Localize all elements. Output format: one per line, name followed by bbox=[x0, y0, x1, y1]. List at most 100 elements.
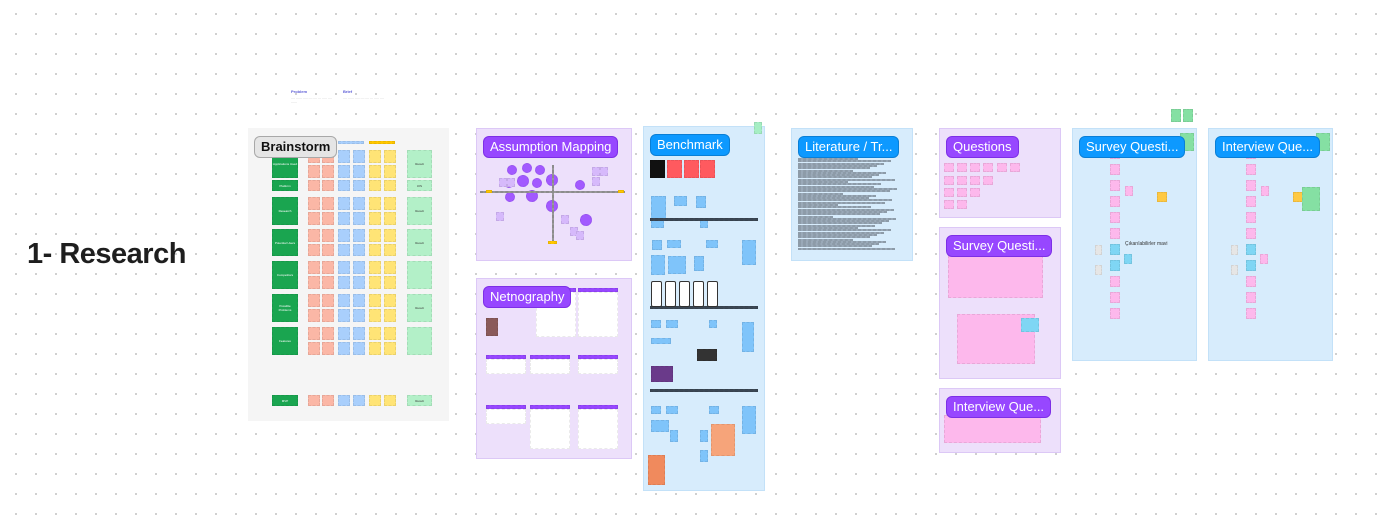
sticky-note[interactable] bbox=[384, 229, 396, 242]
question-note[interactable] bbox=[1246, 276, 1256, 287]
text-line[interactable] bbox=[798, 185, 874, 188]
benchmark-note[interactable] bbox=[706, 240, 718, 248]
netnography-card[interactable] bbox=[530, 359, 570, 374]
benchmark-note[interactable] bbox=[651, 420, 669, 432]
question-note[interactable] bbox=[1110, 180, 1120, 191]
yellow-note[interactable] bbox=[1157, 192, 1167, 202]
sticky-note[interactable] bbox=[308, 309, 320, 322]
section-label-interview-questions-blue[interactable]: Interview Que... bbox=[1215, 136, 1321, 158]
section-label-brainstorm[interactable]: Brainstorm bbox=[254, 136, 338, 158]
sticky-note[interactable] bbox=[322, 276, 334, 289]
axis-label[interactable] bbox=[548, 241, 557, 244]
question-note[interactable] bbox=[1110, 196, 1120, 207]
text-line[interactable] bbox=[798, 162, 884, 165]
text-line[interactable] bbox=[798, 178, 895, 181]
benchmark-note[interactable] bbox=[742, 240, 756, 265]
text-line[interactable] bbox=[798, 227, 858, 229]
sticky-note[interactable] bbox=[369, 261, 381, 274]
section-label-questions[interactable]: Questions bbox=[946, 136, 1019, 158]
sticky-note[interactable] bbox=[1125, 186, 1133, 196]
question-note[interactable] bbox=[1110, 244, 1120, 255]
question-note[interactable] bbox=[970, 176, 980, 185]
text-line[interactable] bbox=[798, 194, 876, 197]
section-survey-questions-blue[interactable]: Survey Questi... Çıkarılabilirler mavi bbox=[1072, 128, 1197, 361]
netnography-image[interactable] bbox=[486, 318, 498, 336]
benchmark-note[interactable] bbox=[674, 196, 687, 206]
sticky-note[interactable] bbox=[353, 229, 365, 242]
text-line[interactable] bbox=[798, 224, 875, 227]
question-note[interactable] bbox=[1110, 212, 1120, 223]
text-line[interactable] bbox=[798, 217, 896, 220]
text-line[interactable] bbox=[798, 169, 853, 172]
sticky-note[interactable] bbox=[353, 180, 365, 191]
sticky-note[interactable] bbox=[369, 342, 381, 355]
sticky-note[interactable] bbox=[322, 395, 334, 406]
benchmark-image[interactable] bbox=[711, 424, 735, 456]
sticky-note[interactable] bbox=[369, 276, 381, 289]
sticky-note[interactable] bbox=[338, 197, 350, 210]
benchmark-note[interactable] bbox=[666, 406, 678, 414]
airbnb-logo-card[interactable] bbox=[684, 160, 699, 178]
text-line[interactable] bbox=[798, 192, 843, 195]
sticky-note[interactable] bbox=[384, 197, 396, 210]
sticky-note[interactable] bbox=[338, 342, 350, 355]
column-header[interactable] bbox=[338, 141, 364, 144]
netnography-header[interactable] bbox=[578, 405, 618, 409]
question-note[interactable] bbox=[997, 163, 1007, 172]
sticky-note[interactable] bbox=[592, 177, 600, 186]
sticky-note[interactable] bbox=[384, 294, 396, 307]
text-line[interactable] bbox=[798, 240, 886, 243]
sticky-note[interactable] bbox=[592, 167, 600, 176]
phone-screenshot[interactable] bbox=[651, 281, 662, 307]
question-note[interactable] bbox=[1110, 308, 1120, 319]
benchmark-note[interactable] bbox=[709, 320, 717, 328]
sticky-note[interactable] bbox=[338, 276, 350, 289]
sticky-note[interactable] bbox=[353, 243, 365, 256]
sticky-note[interactable] bbox=[369, 327, 381, 340]
sticky-note[interactable] bbox=[384, 395, 396, 406]
benchmark-note[interactable] bbox=[651, 255, 665, 275]
netnography-card[interactable] bbox=[530, 409, 570, 449]
divider[interactable] bbox=[650, 389, 758, 392]
sticky-note[interactable] bbox=[1021, 318, 1039, 332]
question-note[interactable] bbox=[1110, 164, 1120, 175]
sticky-note[interactable] bbox=[384, 212, 396, 225]
question-note[interactable] bbox=[983, 163, 993, 172]
section-label-literature[interactable]: Literature / Tr... bbox=[798, 136, 900, 158]
text-line[interactable] bbox=[798, 171, 886, 174]
netnography-header[interactable] bbox=[486, 405, 526, 409]
sticky-note[interactable] bbox=[1095, 265, 1102, 275]
question-note[interactable] bbox=[1246, 164, 1256, 175]
section-label-survey-questions[interactable]: Survey Questi... bbox=[946, 235, 1053, 257]
sticky-note[interactable] bbox=[369, 243, 381, 256]
sticky-note[interactable] bbox=[322, 261, 334, 274]
assumption-circle[interactable] bbox=[526, 190, 538, 202]
text-line[interactable] bbox=[798, 233, 877, 236]
sticky-note[interactable] bbox=[308, 327, 320, 340]
benchmark-note[interactable] bbox=[651, 406, 661, 414]
sticky-note[interactable] bbox=[308, 180, 320, 191]
benchmark-note[interactable] bbox=[700, 450, 708, 462]
benchmark-note[interactable] bbox=[742, 406, 756, 434]
text-line[interactable] bbox=[798, 245, 872, 248]
text-line[interactable] bbox=[798, 243, 879, 246]
sticky-note[interactable] bbox=[499, 178, 507, 187]
sticky-note[interactable] bbox=[308, 229, 320, 242]
sticky-note[interactable] bbox=[353, 212, 365, 225]
brainstorm-row-result[interactable]: Result bbox=[407, 395, 432, 406]
green-note[interactable] bbox=[1183, 109, 1193, 122]
sticky-note[interactable] bbox=[322, 309, 334, 322]
phone-screenshot[interactable] bbox=[707, 281, 718, 307]
netnography-header[interactable] bbox=[530, 355, 570, 359]
sticky-note[interactable] bbox=[338, 309, 350, 322]
text-line[interactable] bbox=[798, 229, 891, 232]
sticky-note[interactable] bbox=[600, 167, 608, 176]
section-label-interview-questions[interactable]: Interview Que... bbox=[946, 396, 1052, 418]
benchmark-note[interactable] bbox=[696, 196, 706, 208]
benchmark-note[interactable] bbox=[652, 240, 662, 250]
sticky-note[interactable] bbox=[496, 212, 504, 221]
sticky-note[interactable] bbox=[322, 294, 334, 307]
sticky-note[interactable] bbox=[384, 165, 396, 178]
question-note[interactable] bbox=[957, 188, 967, 197]
sticky-note[interactable] bbox=[353, 327, 365, 340]
